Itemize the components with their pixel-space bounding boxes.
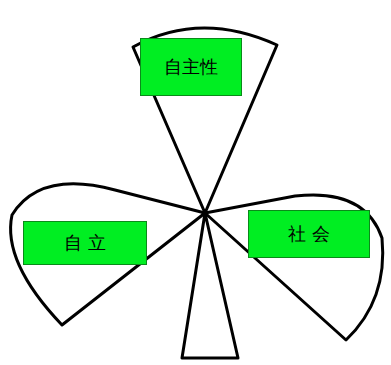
green-label-box: 社 会 [248,210,370,258]
node-label: 自主性 [164,56,218,78]
node-label: 自 立 [64,232,106,254]
top-petal [133,28,277,213]
left-petal [11,184,205,325]
node-label: 社 会 [288,223,330,245]
green-label-box: 自主性 [140,38,242,96]
right-petal [205,195,383,340]
stem [182,213,238,358]
green-label-box: 自 立 [23,221,147,265]
